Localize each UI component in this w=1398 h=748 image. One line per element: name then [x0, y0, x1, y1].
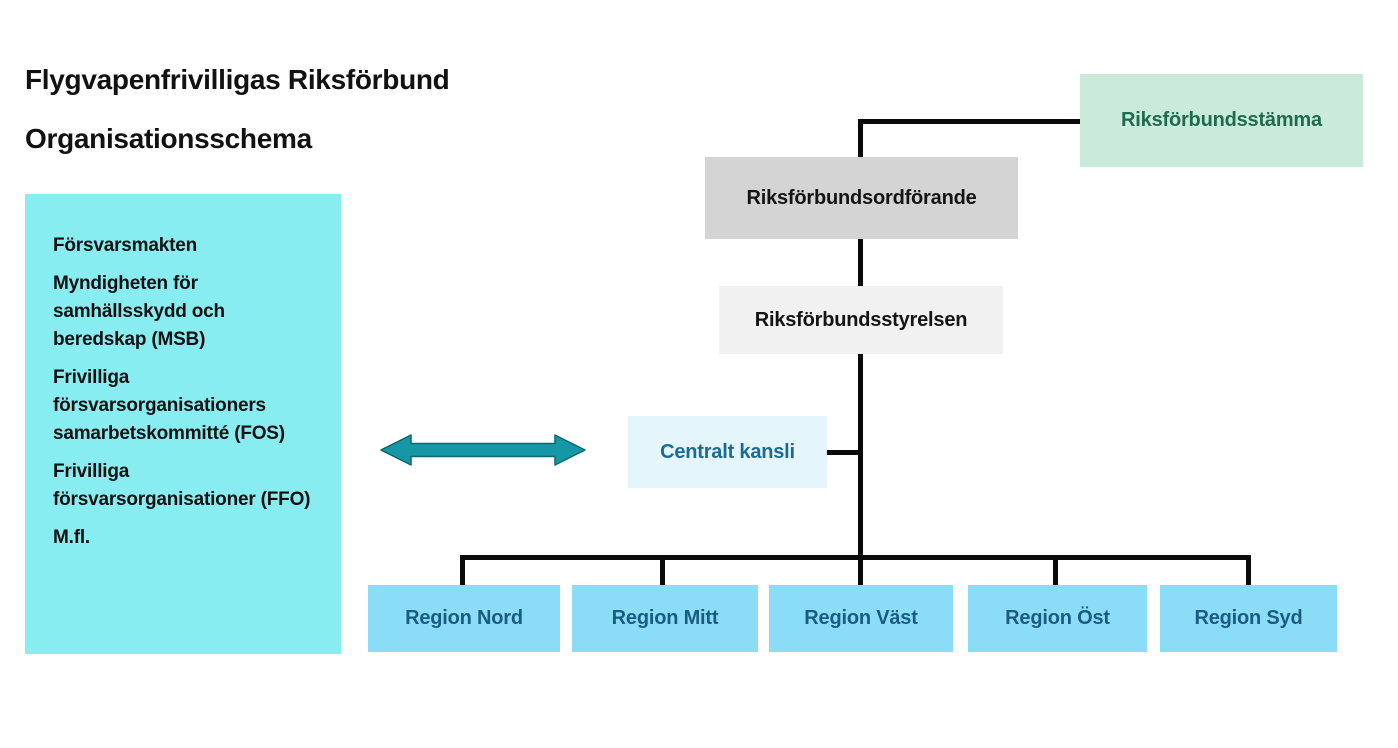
node-riksforbundsstamma: Riksförbundsstämma: [1080, 74, 1363, 167]
connector-stub-region-syd: [1246, 555, 1251, 585]
connector-regions-horizontal: [460, 555, 1251, 560]
node-region-syd: Region Syd: [1160, 585, 1337, 652]
connector-chairman-board: [858, 239, 863, 286]
double-arrow-svg: [380, 434, 586, 466]
connector-top-vertical: [858, 119, 863, 157]
connector-stub-region-mitt: [660, 555, 665, 585]
node-label: Region Öst: [1005, 607, 1110, 629]
partner-item: Frivilliga försvarsorganisationer (FFO): [53, 461, 311, 510]
connector-board-regions: [858, 354, 863, 585]
node-riksforbundsordforande: Riksförbundsordförande: [705, 157, 1018, 239]
node-region-vast: Region Väst: [769, 585, 953, 652]
connector-assembly-horizontal: [858, 119, 1080, 124]
node-label: Riksförbundsordförande: [746, 186, 977, 209]
node-label: Region Mitt: [611, 607, 719, 629]
node-label: Region Syd: [1194, 607, 1303, 629]
node-centralt-kansli: Centralt kansli: [628, 416, 827, 488]
partner-item: Frivilliga försvarsorganisationers samar…: [53, 367, 285, 444]
page-title: Flygvapenfrivilligas Riksförbund: [25, 64, 450, 95]
partner-item: M.fl.: [53, 527, 90, 548]
double-arrow-icon: [380, 432, 586, 468]
partner-item: Försvarsmakten: [53, 235, 197, 256]
connector-office-stub: [827, 450, 858, 455]
node-label: Region Väst: [804, 607, 918, 629]
node-label: Riksförbundsstyrelsen: [754, 308, 968, 331]
node-region-nord: Region Nord: [368, 585, 560, 652]
node-label: Riksförbundsstämma: [1121, 109, 1322, 131]
connector-stub-region-ost: [1053, 555, 1058, 585]
partner-organisations-panel: Försvarsmakten Myndigheten för samhällss…: [25, 194, 341, 654]
partner-item: Myndigheten för samhällsskydd och bereds…: [53, 273, 225, 350]
node-label: Region Nord: [405, 607, 523, 629]
page-subtitle: Organisationsschema: [25, 123, 312, 154]
node-riksforbundsstyrelsen: Riksförbundsstyrelsen: [719, 286, 1003, 354]
node-label: Centralt kansli: [660, 440, 795, 463]
connector-stub-region-nord: [460, 555, 465, 585]
node-region-ost: Region Öst: [968, 585, 1147, 652]
node-region-mitt: Region Mitt: [572, 585, 758, 652]
